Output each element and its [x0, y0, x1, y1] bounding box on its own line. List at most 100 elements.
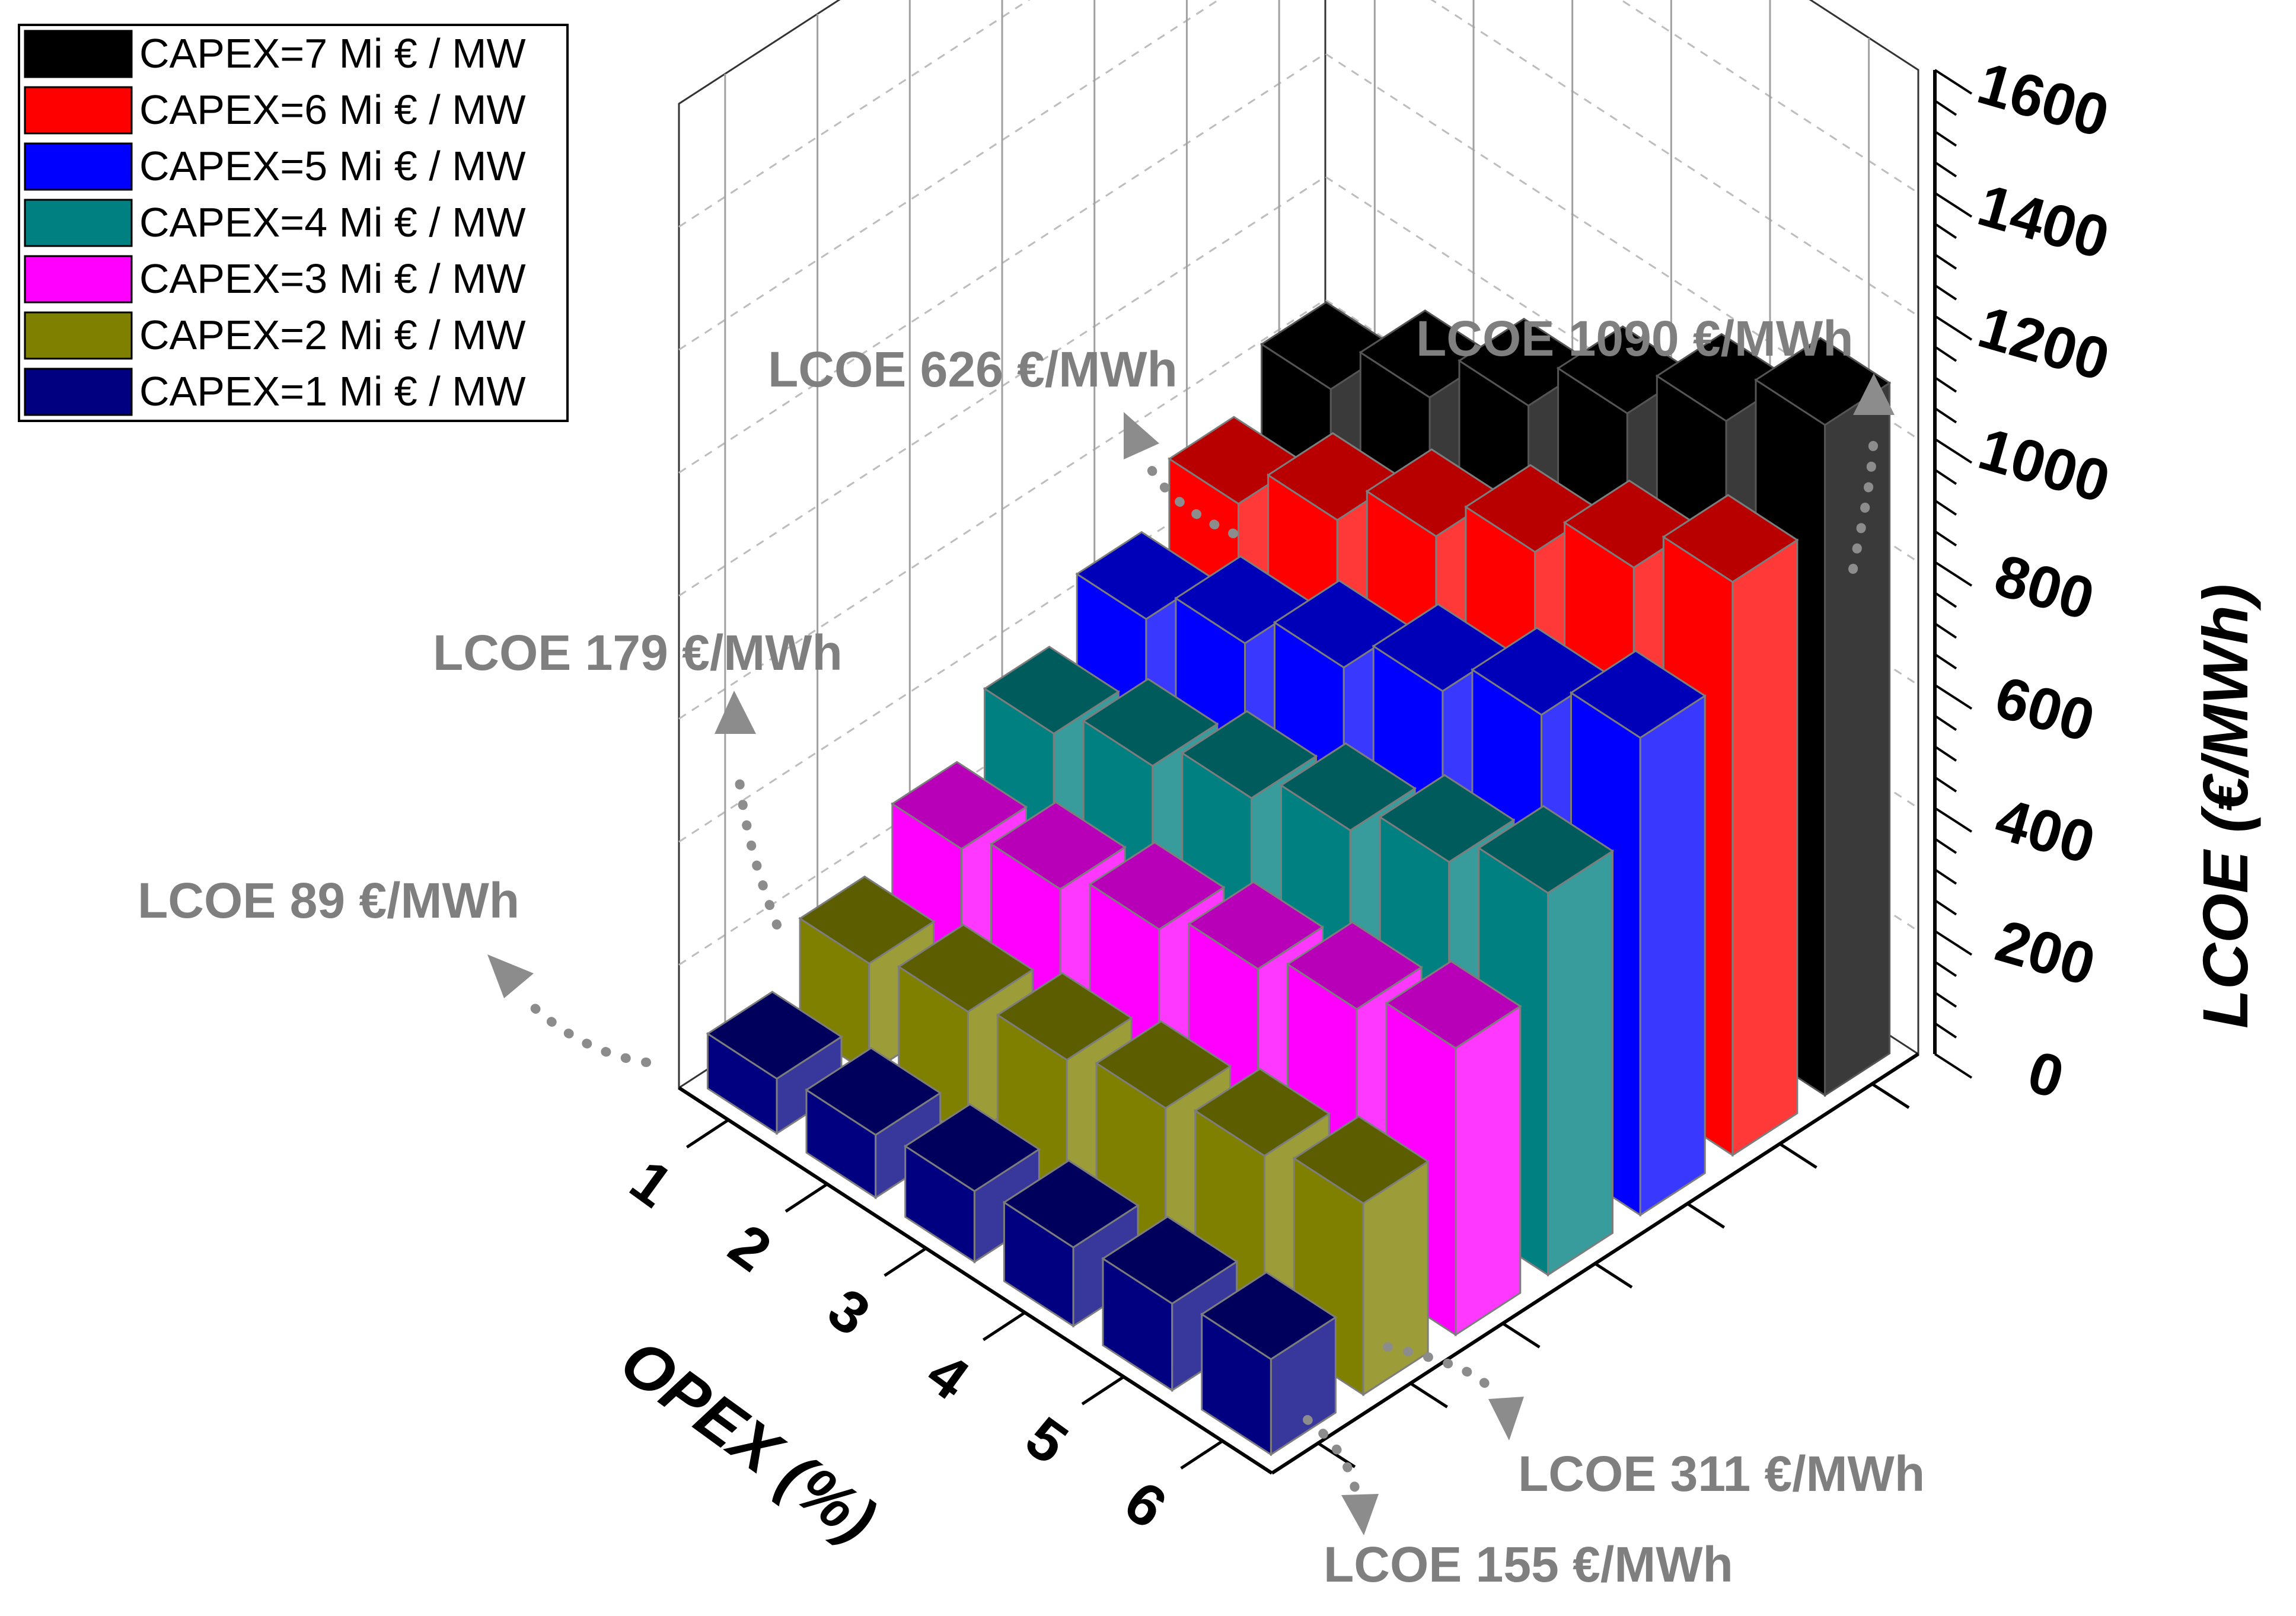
z-tick — [1934, 130, 1957, 147]
y-tick — [1686, 1202, 1726, 1229]
annotation-arrowhead-1090 — [1853, 373, 1895, 415]
x-tick — [1180, 1439, 1224, 1470]
bar-top-face — [1181, 710, 1318, 800]
legend-label: CAPEX=1 Mi € / MW — [139, 368, 526, 414]
bar-top-face — [1569, 650, 1707, 739]
z-tick-label: 600 — [1988, 663, 2102, 755]
bar-top-face — [903, 1103, 1041, 1193]
bar-top-face — [1193, 1068, 1331, 1157]
z-tick-label: 400 — [1988, 785, 2102, 877]
annotation-lcoe-179: LCOE 179 €/MWh — [433, 625, 843, 681]
bar-top-face — [1662, 494, 1799, 583]
bar-top-face — [1082, 678, 1219, 767]
x-tick-label: 5 — [1014, 1404, 1080, 1477]
z-tick — [1934, 161, 1957, 178]
bar — [706, 991, 843, 1135]
z-tick — [1934, 1022, 1957, 1039]
legend-swatch — [24, 311, 133, 360]
bar-side-face — [1547, 849, 1613, 1277]
bars — [706, 301, 1892, 1457]
annotation-lcoe-1090: LCOE 1090 €/MWh — [1416, 311, 1854, 366]
bar-top-face — [897, 924, 1035, 1013]
z-gridline — [678, 0, 1919, 351]
annotation-arrowhead-155 — [1341, 1494, 1379, 1535]
annotation-arrow-626 — [1143, 458, 1238, 538]
z-tick — [1934, 315, 1973, 341]
x-tick — [685, 1119, 729, 1149]
legend-swatch — [24, 199, 133, 247]
z-tick — [1934, 1053, 1973, 1079]
z-tick — [1934, 346, 1957, 362]
bar-top-face — [1286, 921, 1423, 1011]
annotation-arrow-1090 — [1848, 422, 1879, 574]
z-tick — [1934, 592, 1957, 608]
z-tick — [1934, 776, 1957, 793]
annotation-lcoe-311: LCOE 311 €/MWh — [1518, 1446, 1925, 1502]
z-tick — [1934, 284, 1957, 301]
z-tick — [1934, 622, 1957, 639]
legend-label: CAPEX=2 Mi € / MW — [139, 312, 526, 358]
legend-label: CAPEX=4 Mi € / MW — [139, 199, 526, 245]
y-tick — [1594, 1262, 1633, 1289]
x-tick-label: 4 — [915, 1340, 981, 1413]
annotation-arrow-311 — [1383, 1342, 1499, 1398]
annotation-lcoe-155: LCOE 155 €/MWh — [1324, 1537, 1733, 1592]
bar-top-face — [1292, 1115, 1430, 1205]
z-tick — [1934, 253, 1957, 270]
annotation-arrowhead-626 — [1124, 412, 1159, 459]
annotation-arrow-155 — [1303, 1415, 1360, 1493]
bar-top-face — [1385, 960, 1522, 1049]
x-tick — [785, 1183, 828, 1213]
y-tick — [1501, 1322, 1541, 1349]
z-tick — [1934, 960, 1957, 978]
bar-top-face — [1279, 742, 1417, 832]
legend-swatch — [24, 255, 133, 304]
z-tick — [1934, 868, 1957, 885]
annotation-arrowhead-89 — [487, 954, 534, 998]
legend-swatch — [24, 368, 133, 416]
legend-swatch — [24, 86, 133, 135]
z-tick — [1934, 499, 1957, 516]
z-tick — [1934, 653, 1957, 670]
z-tick — [1934, 807, 1973, 833]
z-tick-label: 200 — [1989, 908, 2102, 999]
x-tick-label: 2 — [718, 1211, 783, 1284]
bar-top-face — [1101, 1215, 1239, 1305]
annotation-arrow-89 — [517, 991, 651, 1067]
bar-top-face — [798, 875, 936, 965]
x-tick — [982, 1311, 1026, 1342]
bar-top-face — [891, 761, 1028, 850]
z-tick — [1934, 191, 1973, 218]
z-tick — [1934, 222, 1957, 239]
z-gridline — [678, 0, 1919, 228]
z-tick — [1934, 561, 1973, 587]
bar-top-face — [805, 1047, 942, 1136]
z-tick-label: 1400 — [1971, 171, 2116, 272]
z-tick — [1934, 69, 1973, 95]
z-tick-label: 800 — [1988, 542, 2101, 633]
z-tick — [1934, 100, 1957, 116]
z-tick — [1934, 899, 1957, 916]
z-tick — [1934, 991, 1957, 1008]
z-tick — [1934, 437, 1973, 464]
annotation-arrowhead-179 — [715, 691, 756, 734]
y-tick — [1871, 1082, 1910, 1109]
bar-side-face — [1639, 694, 1706, 1217]
z-tick — [1934, 468, 1957, 486]
z-axis-title: LCOE (€/MWh) — [2189, 584, 2261, 1029]
axes — [678, 69, 1973, 1475]
z-tick — [1934, 714, 1957, 732]
z-tick — [1934, 838, 1957, 854]
bar-top-face — [1002, 1159, 1140, 1248]
bar-top-face — [989, 801, 1127, 890]
x-tick-label: 3 — [816, 1276, 882, 1349]
bar-top-face — [1088, 841, 1226, 931]
bar-side-face — [1824, 381, 1891, 1097]
x-axis-line — [678, 1086, 1273, 1475]
x-axis-title: OPEX (%) — [608, 1324, 889, 1556]
z-tick-label: 1200 — [1971, 293, 2116, 394]
legend-label: CAPEX=7 Mi € / MW — [139, 30, 526, 76]
x-tick — [884, 1247, 927, 1277]
